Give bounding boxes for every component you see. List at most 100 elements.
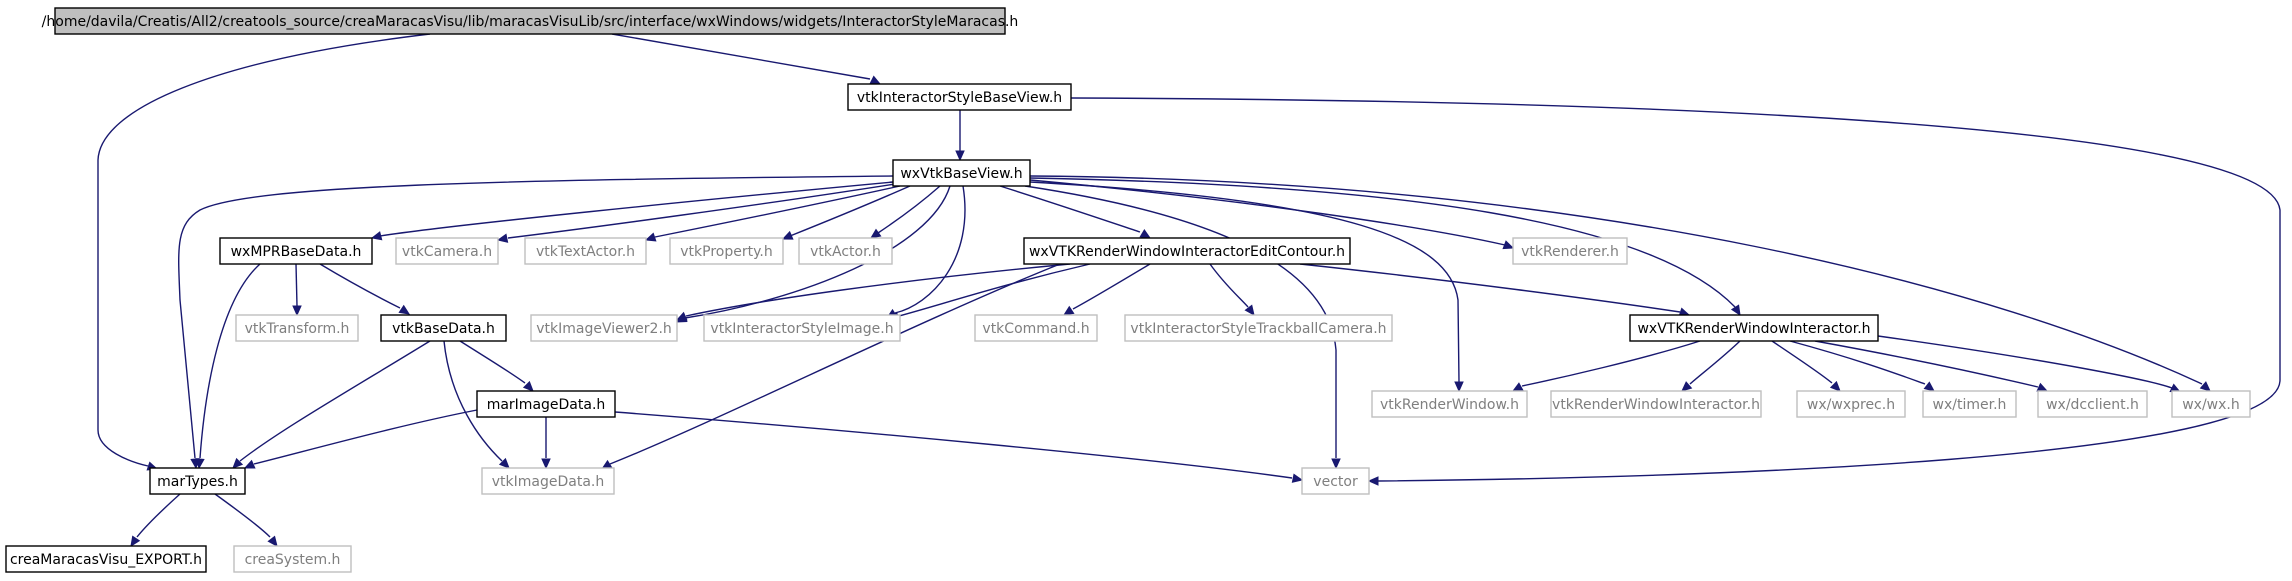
edge-arrowhead [398,304,411,315]
node-box [798,237,893,265]
node-vtkActor: vtkActor.h [798,237,893,265]
edge-wxVTKRenderWindowInteractorEditContour-to-vtkImageData [600,263,1061,470]
edge-line [1029,175,2203,385]
node-label: vtkTransform.h [245,321,350,337]
edge-line [877,185,941,234]
node-label: vtkInteractorStyleTrackballCamera.h [1130,321,1386,337]
edge-line [97,33,431,467]
node-box [481,467,615,495]
node-label: vtkInteractorStyleBaseView.h [857,90,1062,106]
node-vtkInteractorStyleBaseView[interactable]: vtkInteractorStyleBaseView.h [847,83,1072,111]
edge-line [253,409,478,465]
node-root[interactable]: /home/davila/Creatis/All2/creatools_sour… [42,7,1019,35]
node-label: vector [1313,474,1358,490]
edge-wxVtkBaseView-to-vtkInteractorStyleImage [885,185,966,319]
edge-wxVTKRenderWindowInteractor-to-wxtimer [1789,340,1935,392]
node-box [380,314,507,342]
node-wxdcclient: wx/dcclient.h [2037,390,2148,418]
node-box [5,545,207,573]
edge-line [319,263,401,309]
edge-wxVTKRenderWindowInteractorEditContour-to-vtkImageViewer2 [675,263,1071,321]
edge-line [999,185,1141,233]
edge-line [684,185,951,319]
edge-line [443,340,503,462]
node-label: creaMaracasVisu_EXPORT.h [10,552,202,568]
node-wxVtkBaseView[interactable]: wxVtkBaseView.h [892,159,1031,187]
node-box [530,314,678,342]
node-vector: vector [1301,467,1370,495]
edge-line [1299,263,1681,313]
node-label: vtkRenderWindow.h [1380,397,1519,413]
node-wxVTKRenderWindowInteractorEditContour[interactable]: wxVTKRenderWindowInteractorEditContour.h [1023,237,1351,265]
node-wxMPRBaseData[interactable]: wxMPRBaseData.h [219,237,373,265]
edge-vtkBaseData-to-vtkImageData [443,340,510,469]
node-label: vtkBaseData.h [392,321,495,337]
node-vtkBaseData[interactable]: vtkBaseData.h [380,314,507,342]
edge-vtkInteractorStyleBaseView-to-vector [1070,97,2281,486]
edge-arrowhead [644,232,657,242]
node-box [54,7,1006,35]
edge-arrowhead [195,458,205,470]
edge-line [611,33,871,80]
node-label: vtkImageData.h [492,474,604,490]
edge-arrowhead [498,457,510,469]
edge-vtkInteractorStyleBaseView-to-wxVtkBaseView [955,110,965,162]
edge-arrowhead [541,458,551,470]
edge-arrowhead [130,535,141,548]
edge-arrowhead [781,230,794,240]
node-label: vtkTextActor.h [536,244,635,260]
node-label: vtkImageViewer2.h [536,321,672,337]
edge-line [1029,179,1506,246]
node-label: marTypes.h [157,474,238,490]
edge-line [894,185,966,314]
node-label: wx/dcclient.h [2046,397,2139,413]
edge-arrowhead [1454,381,1464,393]
node-box [2037,390,2148,418]
edge-line [1209,263,1249,308]
edge-arrowhead [1829,380,1841,392]
edge-root-to-vtkInteractorStyleBaseView [611,33,882,85]
edge-line [1771,340,1833,384]
edge-arrowhead [1730,304,1741,317]
node-box [1124,314,1393,342]
edge-wxVtkBaseView-to-vtkCamera [496,183,896,243]
edge-wxMPRBaseData-to-vtkBaseData [319,263,411,315]
node-box [703,314,901,342]
node-vtkImageData: vtkImageData.h [481,467,615,495]
edge-arrowhead [869,228,882,239]
node-marTypes[interactable]: marTypes.h [149,467,246,495]
node-vtkProperty: vtkProperty.h [669,237,784,265]
edge-marImageData-to-marTypes [243,409,478,469]
node-box [1512,237,1628,265]
edge-arrowhead [1244,304,1255,316]
edge-line [379,181,894,237]
node-creaMaracasVisu_EXPORT[interactable]: creaMaracasVisu_EXPORT.h [5,545,207,573]
node-label: wx/timer.h [1933,397,2007,413]
edges-layer [97,33,2281,548]
node-vtkTextActor: vtkTextActor.h [524,237,647,265]
edge-arrowhead [522,380,534,392]
edge-arrowhead [1139,229,1152,239]
edge-line [1521,340,1701,387]
edge-arrowhead [2036,382,2049,392]
edge-line [609,263,1061,465]
node-box [1301,467,1370,495]
node-vtkCamera: vtkCamera.h [395,237,499,265]
edge-line [178,175,894,459]
node-wxVTKRenderWindowInteractor[interactable]: wxVTKRenderWindowInteractor.h [1629,314,1879,342]
node-box [1629,314,1879,342]
edge-wxVtkBaseView-to-wxMPRBaseData [370,181,894,241]
edge-line [654,185,901,238]
node-marImageData[interactable]: marImageData.h [476,390,616,418]
node-box [1550,390,1762,418]
edge-wxVTKRenderWindowInteractorEditContour-to-vtkCommand [1062,263,1151,316]
edge-arrowhead [267,535,278,547]
edge-arrowhead [1291,473,1304,483]
node-wxtimer: wx/timer.h [1922,390,2017,418]
edge-arrowhead [292,305,302,317]
edge-arrowhead [869,75,882,85]
edge-arrowhead [2199,381,2211,392]
node-label: vtkProperty.h [680,244,772,260]
edge-vtkBaseData-to-marImageData [459,340,534,392]
